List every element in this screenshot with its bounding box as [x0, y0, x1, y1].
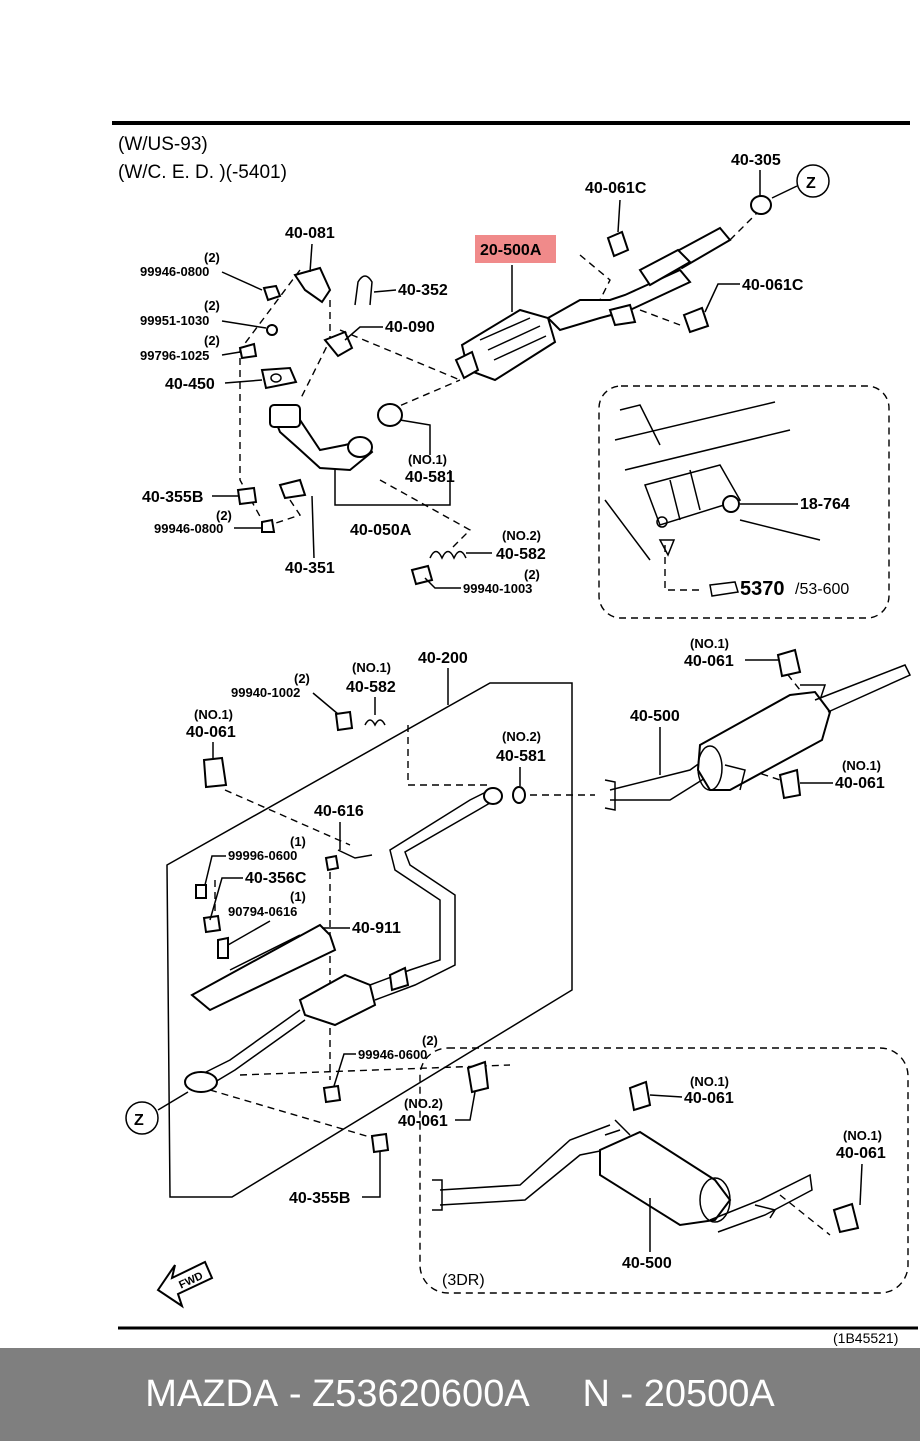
callout-40-351: 40-351	[285, 560, 335, 577]
inset-3dr	[419, 1047, 909, 1294]
callout-40-061-e: 40-061	[684, 1090, 734, 1107]
callout-99951-1030: 99951-1030	[140, 313, 209, 328]
gap	[530, 1373, 583, 1416]
qty-99940-1003: (2)	[524, 567, 540, 582]
qty-99940-1002: (2)	[294, 671, 310, 686]
callout-40-081: 40-081	[285, 225, 335, 242]
inset-frame-detail	[598, 385, 890, 619]
callout-z-left-circle	[125, 1101, 159, 1135]
qty-40-061-c: (NO.1)	[690, 636, 729, 651]
inset-3dr-drawing	[432, 1080, 860, 1236]
qty-99951-1030: (2)	[204, 298, 220, 313]
qty-40-061-e: (NO.1)	[690, 1074, 729, 1089]
callout-99946-0800-b: 99946-0800	[154, 521, 223, 536]
callout-40-500-b: 40-500	[622, 1255, 672, 1272]
callout-40-616: 40-616	[314, 803, 364, 820]
separator-1: -	[278, 1373, 313, 1415]
qty-40-061-b: (NO.2)	[404, 1096, 443, 1111]
callout-40-355B-a: 40-355B	[142, 489, 203, 506]
qty-99946-0600: (2)	[422, 1033, 438, 1048]
inset-drawing	[604, 401, 821, 597]
callout-40-352: 40-352	[398, 282, 448, 299]
qty-90794-0616: (1)	[290, 889, 306, 904]
fwd-arrow-icon: FWD	[156, 1260, 214, 1309]
part-number-banner: MAZDA - Z53620600A N - 20500A	[0, 1348, 920, 1441]
callout-40-061-c: 40-061	[684, 653, 734, 670]
callout-99946-0800-a: 99946-0800	[140, 264, 209, 279]
lower-left-bracket	[166, 682, 573, 1198]
callout-40-911: 40-911	[352, 920, 401, 937]
callout-99940-1002: 99940-1002	[231, 685, 300, 700]
callout-40-581-a: 40-581	[405, 469, 455, 486]
callout-40-356C: 40-356C	[245, 870, 307, 887]
callout-20-500A: 20-500A	[480, 242, 542, 259]
qty-40-581-b: (NO.2)	[502, 729, 541, 744]
lower-left-drawing	[184, 710, 595, 1154]
callout-18-764: 18-764	[800, 496, 850, 513]
qty-40-061-f: (NO.1)	[843, 1128, 882, 1143]
callout-99940-1003: 99940-1003	[463, 581, 532, 596]
callout-z-top-circle	[796, 164, 830, 198]
lower-right-drawing	[604, 648, 912, 811]
callout-90794-0616: 90794-0616	[228, 904, 297, 919]
separator-2: -	[609, 1373, 644, 1415]
callout-40-061-a: 40-061	[186, 724, 236, 741]
callout-z-left: Z	[134, 1112, 144, 1129]
qty-99796-1025: (2)	[204, 333, 220, 348]
callout-40-582-a: 40-582	[496, 546, 546, 563]
variant-3dr-label: (3DR)	[442, 1272, 485, 1289]
qty-40-061-d: (NO.1)	[842, 758, 881, 773]
ref-53-600: /53-600	[795, 581, 849, 598]
qty-99946-0800-b: (2)	[216, 508, 232, 523]
callout-40-305: 40-305	[731, 152, 781, 169]
brand-name: MAZDA	[145, 1373, 279, 1415]
callout-40-450: 40-450	[165, 376, 215, 393]
upper-drawing	[236, 195, 772, 586]
callout-40-090: 40-090	[385, 319, 435, 336]
ref-prefix: N	[582, 1373, 610, 1415]
callout-40-061C-a: 40-061C	[585, 180, 647, 197]
header-line-2: (W/C. E. D. )(-5401)	[118, 162, 287, 183]
callout-99946-0600: 99946-0600	[358, 1047, 427, 1062]
callout-40-200: 40-200	[418, 650, 468, 667]
qty-40-582-a: (NO.2)	[502, 528, 541, 543]
callout-40-355B-b: 40-355B	[289, 1190, 350, 1207]
callout-99996-0600: 99996-0600	[228, 848, 297, 863]
callout-40-581-b: 40-581	[496, 748, 546, 765]
qty-40-582-b: (NO.1)	[352, 660, 391, 675]
callout-40-061-d: 40-061	[835, 775, 885, 792]
callout-99796-1025: 99796-1025	[140, 348, 209, 363]
qty-40-581-a: (NO.1)	[408, 452, 447, 467]
qty-99996-0600: (1)	[290, 834, 306, 849]
document-code: (1B45521)	[833, 1330, 898, 1346]
qty-40-061-a: (NO.1)	[194, 707, 233, 722]
callout-40-582-b: 40-582	[346, 679, 396, 696]
ref-number: 20500A	[643, 1373, 775, 1415]
callout-40-061-f: 40-061	[836, 1145, 886, 1162]
header-line-1: (W/US-93)	[118, 134, 208, 155]
callout-40-500-a: 40-500	[630, 708, 680, 725]
highlight-20-500A	[475, 235, 556, 263]
part-number: Z53620600A	[312, 1373, 530, 1415]
callout-40-050A: 40-050A	[350, 522, 412, 539]
callout-z-top: Z	[806, 175, 816, 192]
ref-5370: 5370	[740, 578, 785, 600]
exhaust-parts-diagram: (W/US-93) (W/C. E. D. )(-5401)	[112, 121, 918, 1346]
callout-40-061-b: 40-061	[398, 1113, 448, 1130]
qty-99946-0800-a: (2)	[204, 250, 220, 265]
callout-40-061C-b: 40-061C	[742, 277, 804, 294]
